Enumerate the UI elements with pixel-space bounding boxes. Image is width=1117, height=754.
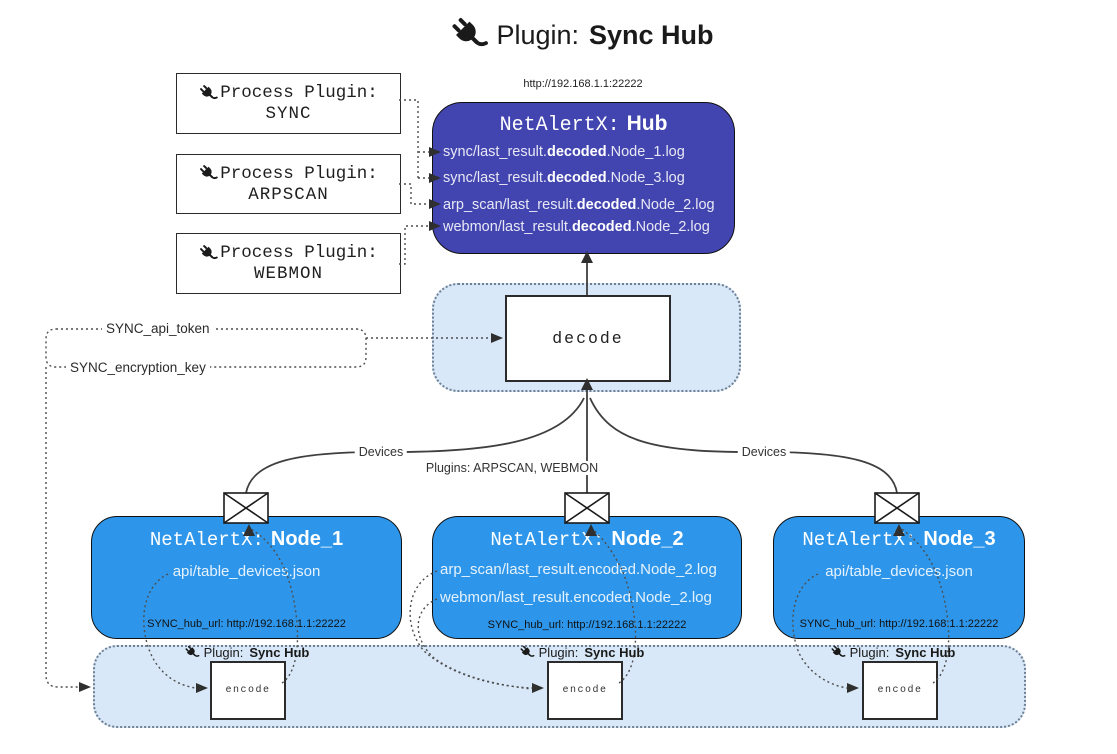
hub-log-entry: sync/last_result.decoded.Node_3.log: [443, 170, 685, 186]
node-hub-url: SYNC_hub_url: http://192.168.1.1:22222: [487, 619, 687, 631]
plug-icon: [199, 164, 218, 183]
node-3-box: NetAlertX:Node_3 api/table_devices.json …: [773, 516, 1025, 639]
page-title-name: Sync Hub: [589, 19, 714, 50]
node-1-box: NetAlertX:Node_1 api/table_devices.json …: [91, 516, 402, 639]
encode-box-2: encode: [547, 661, 623, 720]
page-title-prefix: Plugin:: [496, 19, 580, 50]
process-plugin-label: Process Plugin:: [220, 83, 378, 103]
encoder-plugin-prefix: Plugin:: [538, 645, 579, 660]
page-title: Plugin: Sync Hub: [450, 16, 714, 54]
sync-encryption-key-label: SYNC_encryption_key: [66, 360, 210, 375]
plug-icon: [199, 84, 218, 103]
encoder-plugin-name: Sync Hub: [584, 645, 645, 660]
hub-log-entry: arp_scan/last_result.decoded.Node_2.log: [443, 197, 715, 213]
plugins-edge-label: Plugins: ARPSCAN, WEBMON: [421, 461, 603, 475]
encoder-plugin-label: Plugin: Sync Hub: [520, 645, 645, 660]
hub-title-name: Hub: [626, 112, 668, 135]
plug-icon: [185, 645, 200, 660]
hub-title-prefix: NetAlertX:: [499, 114, 620, 137]
encoder-plugin-name: Sync Hub: [895, 645, 956, 660]
node-title-name: Node_3: [923, 528, 996, 550]
process-plugin-label: Process Plugin:: [220, 163, 378, 184]
process-plugin-name: ARPSCAN: [248, 184, 329, 205]
hub-box: NetAlertX: Hub sync/last_result.decoded.N…: [432, 102, 735, 254]
encoder-plugin-label: Plugin: Sync Hub: [185, 645, 310, 660]
encode-box-1: encode: [210, 661, 286, 720]
process-plugin-name: WEBMON: [253, 264, 323, 284]
node-title-prefix: NetAlertX:: [802, 529, 917, 551]
encoder-plugin-prefix: Plugin:: [849, 645, 890, 660]
process-plugin-arpscan: Process Plugin: ARPSCAN: [176, 154, 401, 214]
plug-icon: [831, 645, 846, 660]
hub-log-entry: sync/last_result.decoded.Node_1.log: [443, 144, 685, 160]
node-title-name: Node_2: [611, 528, 684, 550]
node-file: arp_scan/last_result.encoded.Node_2.log: [440, 561, 717, 578]
devices-edge-label-right: Devices: [737, 445, 791, 459]
node-hub-url: SYNC_hub_url: http://192.168.1.1:22222: [147, 618, 346, 630]
node-title-name: Node_1: [270, 528, 344, 550]
node-file: api/table_devices.json: [172, 563, 321, 580]
plug-icon: [450, 16, 488, 54]
encoder-plugin-label: Plugin: Sync Hub: [831, 645, 956, 660]
process-plugin-webmon: Process Plugin: WEBMON: [176, 233, 401, 294]
node-file: webmon/last_result.encoded.Node_2.log: [440, 589, 712, 606]
hub-url-label: http://192.168.1.1:22222: [523, 78, 643, 90]
node-file: api/table_devices.json: [825, 563, 973, 580]
encode-box-3: encode: [862, 661, 938, 720]
node-2-box: NetAlertX: Node_2 arp_scan/last_result.en…: [432, 516, 742, 639]
node-title-prefix: NetAlertX:: [149, 529, 264, 551]
process-plugin-name: SYNC: [265, 104, 312, 124]
devices-edge-label-left: Devices: [354, 445, 408, 459]
sync-api-token-label: SYNC_api_token: [102, 321, 214, 336]
hub-log-entry: webmon/last_result.decoded.Node_2.log: [443, 219, 710, 235]
process-plugin-sync: Process Plugin: SYNC: [176, 73, 401, 134]
process-plugin-label: Process Plugin:: [220, 243, 378, 263]
node-hub-url: SYNC_hub_url: http://192.168.1.1:22222: [799, 618, 999, 630]
encoder-plugin-name: Sync Hub: [249, 645, 310, 660]
decode-box: decode: [505, 295, 671, 382]
encoder-plugin-prefix: Plugin:: [203, 645, 244, 660]
plug-icon: [520, 645, 535, 660]
node-title-prefix: NetAlertX:: [490, 529, 605, 551]
plug-icon: [199, 244, 218, 263]
